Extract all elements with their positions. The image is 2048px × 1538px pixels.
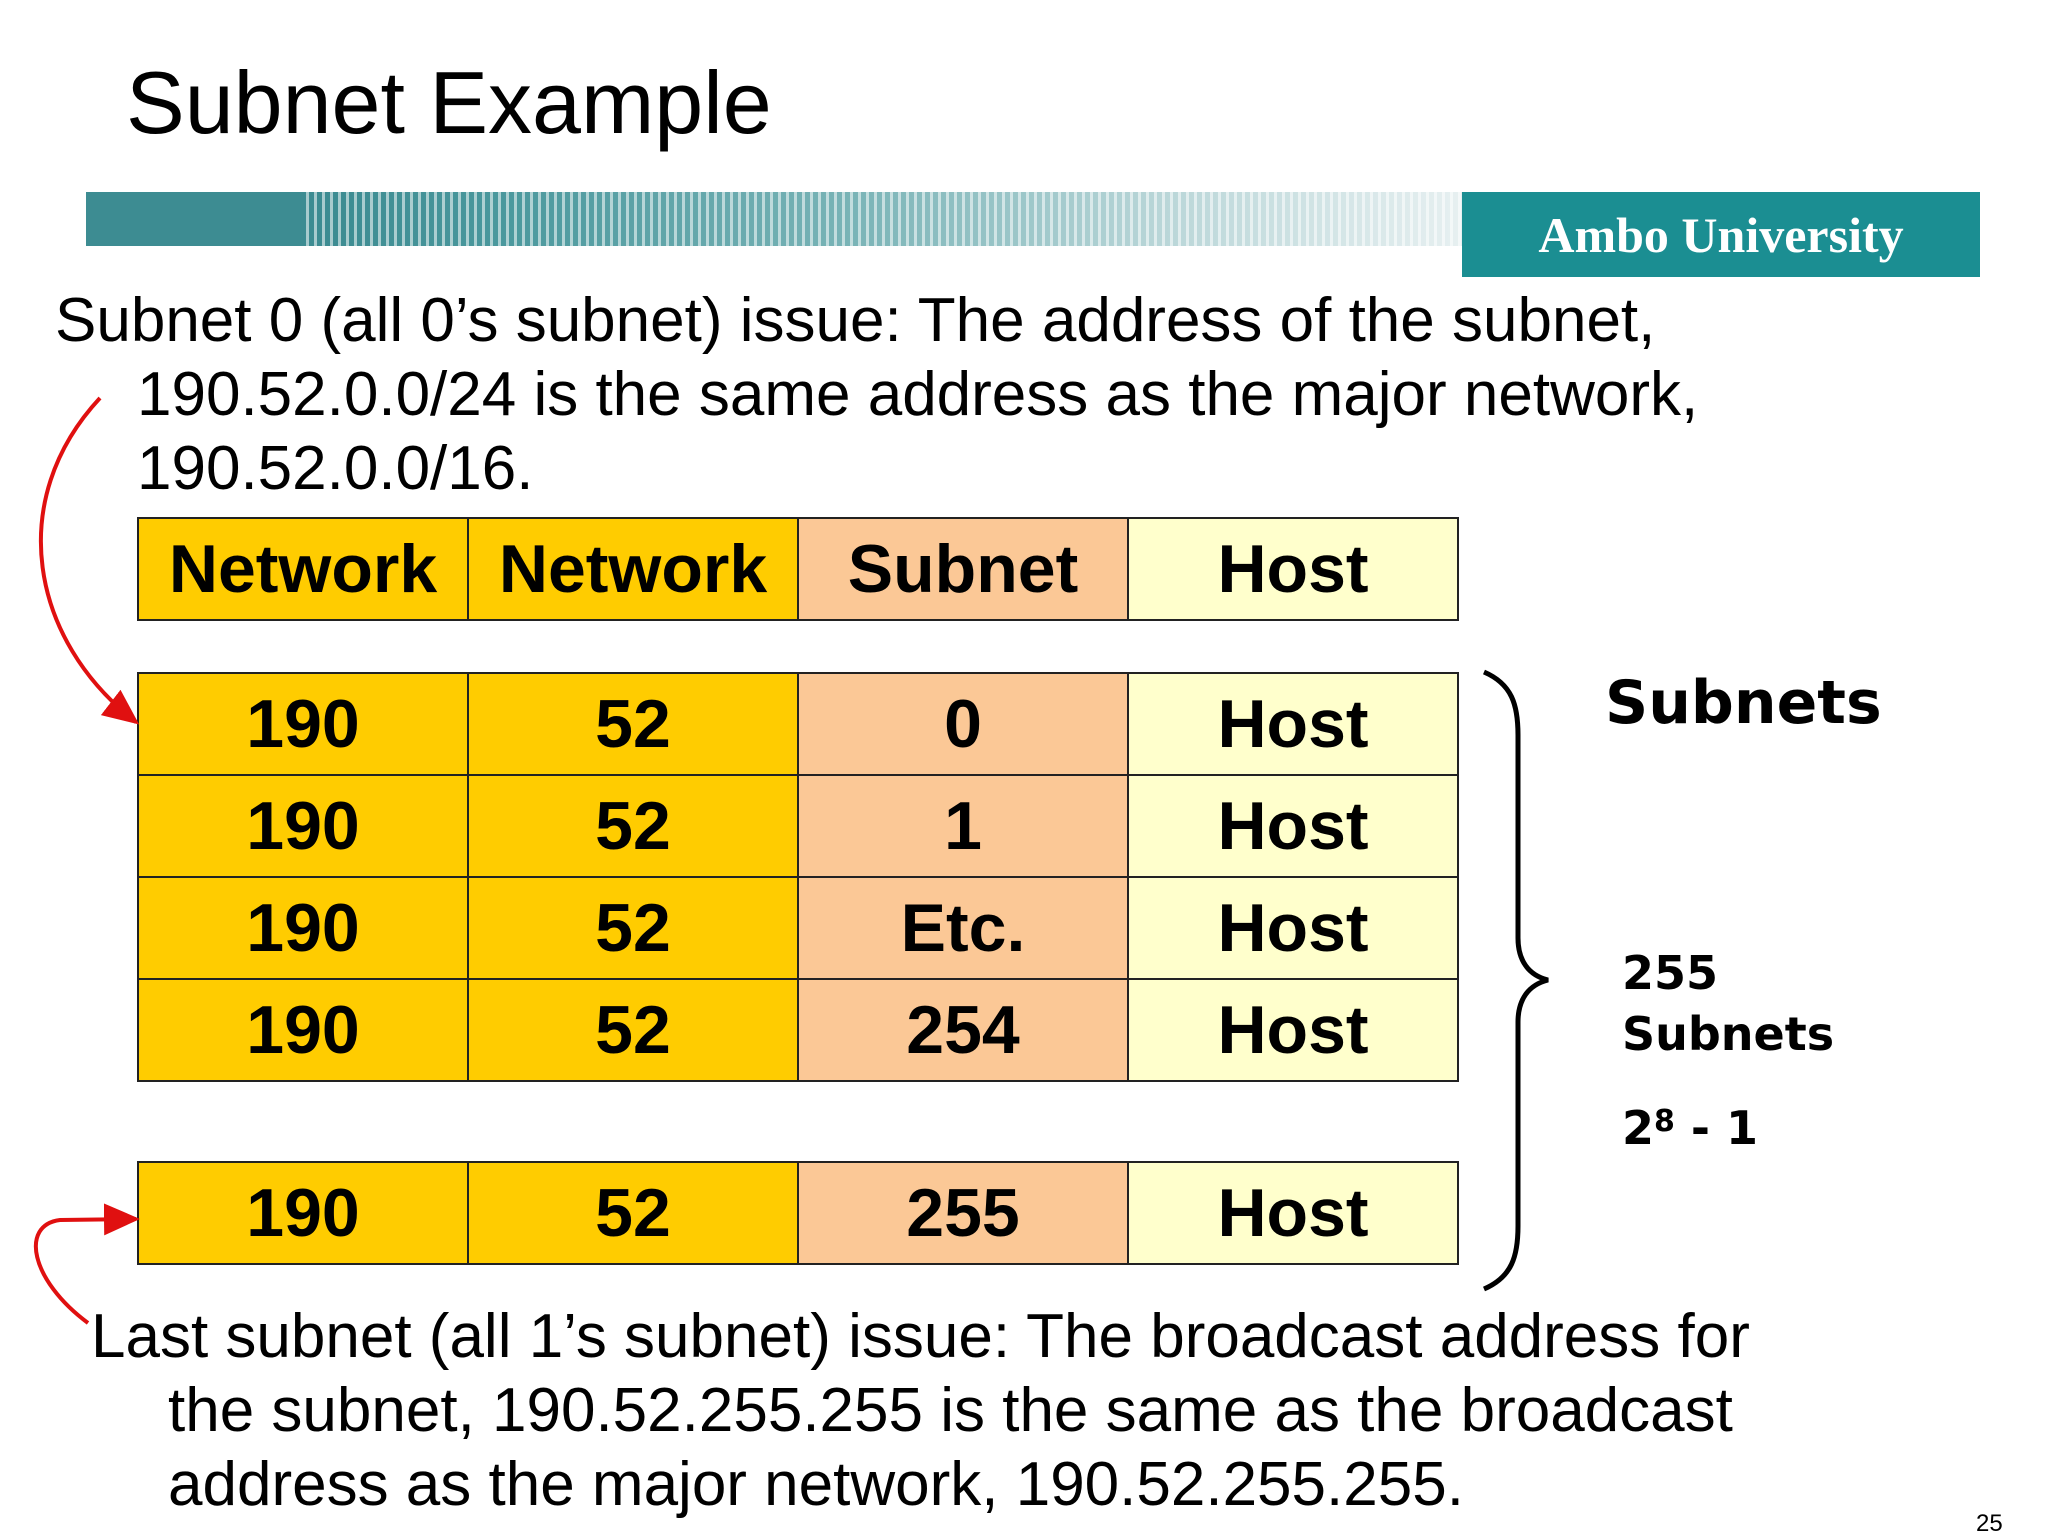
top-line-3: 190.52.0.0/16. xyxy=(137,434,534,503)
header-cell-network-2: Network xyxy=(467,517,799,621)
formula-rest: - 1 xyxy=(1674,1101,1759,1155)
slide-title: Subnet Example xyxy=(126,53,772,152)
header-cell-host: Host xyxy=(1127,517,1459,621)
bottom-line-2: the subnet, 190.52.255.255 is the same a… xyxy=(168,1376,1733,1445)
bottom-red-arrow xyxy=(33,1203,140,1325)
table-row: 190 52 255 Host xyxy=(137,1161,1459,1265)
cell-network-2: 52 xyxy=(467,774,799,878)
cell-host: Host xyxy=(1127,978,1459,1082)
university-logo: Ambo University xyxy=(1462,192,1980,277)
cell-network-2: 52 xyxy=(467,978,799,1082)
cell-host: Host xyxy=(1127,774,1459,878)
cell-network-1: 190 xyxy=(137,774,469,878)
cell-network-1: 190 xyxy=(137,978,469,1082)
subnets-brace xyxy=(1482,669,1549,1292)
subnet-count-number: 255 xyxy=(1622,946,1719,1000)
cell-subnet: Etc. xyxy=(797,876,1129,980)
subnet-count-word: Subnets xyxy=(1622,1007,1835,1061)
header-cell-subnet: Subnet xyxy=(797,517,1129,621)
cell-network-2: 52 xyxy=(467,672,799,776)
cell-host: Host xyxy=(1127,876,1459,980)
header-table: Network Network Subnet Host xyxy=(137,517,1459,621)
cell-host: Host xyxy=(1127,672,1459,776)
bottom-line-3: address as the major network, 190.52.255… xyxy=(168,1450,1464,1519)
table-row: 190 52 254 Host xyxy=(137,978,1459,1082)
cell-subnet: 1 xyxy=(797,774,1129,878)
cell-host: Host xyxy=(1127,1161,1459,1265)
cell-network-1: 190 xyxy=(137,1161,469,1265)
table-row: 190 52 0 Host xyxy=(137,672,1459,776)
subnet-table: 190 52 0 Host 190 52 1 Host 190 52 Etc. … xyxy=(137,672,1459,1082)
top-paragraph: Subnet 0 (all 0’s subnet) issue: The add… xyxy=(55,284,1698,506)
cell-network-1: 190 xyxy=(137,876,469,980)
top-line-1: Subnet 0 (all 0’s subnet) issue: The add… xyxy=(55,286,1656,355)
cell-subnet: 255 xyxy=(797,1161,1129,1265)
banner-block xyxy=(86,216,306,246)
subnet-formula: 28 - 1 xyxy=(1622,1098,1758,1158)
cell-subnet: 0 xyxy=(797,672,1129,776)
top-line-2: 190.52.0.0/24 is the same address as the… xyxy=(137,360,1699,429)
header-banner xyxy=(86,192,1464,246)
header-cell-network-1: Network xyxy=(137,517,469,621)
table-row: 190 52 Etc. Host xyxy=(137,876,1459,980)
cell-network-2: 52 xyxy=(467,1161,799,1265)
top-red-arrow xyxy=(38,396,140,725)
university-logo-text: Ambo University xyxy=(1538,206,1904,263)
cell-network-1: 190 xyxy=(137,672,469,776)
bottom-line-1: Last subnet (all 1’s subnet) issue: The … xyxy=(91,1302,1750,1371)
cell-subnet: 254 xyxy=(797,978,1129,1082)
banner-stripes xyxy=(306,192,1464,246)
formula-base: 2 xyxy=(1622,1101,1655,1155)
last-subnet-table: 190 52 255 Host xyxy=(137,1161,1459,1265)
page-number: 25 xyxy=(1976,1510,2003,1537)
subnets-heading: Subnets xyxy=(1605,668,1882,738)
table-row: 190 52 1 Host xyxy=(137,774,1459,878)
formula-exponent: 8 xyxy=(1654,1104,1675,1139)
header-row: Network Network Subnet Host xyxy=(137,517,1459,621)
cell-network-2: 52 xyxy=(467,876,799,980)
bottom-paragraph: Last subnet (all 1’s subnet) issue: The … xyxy=(91,1300,1750,1522)
